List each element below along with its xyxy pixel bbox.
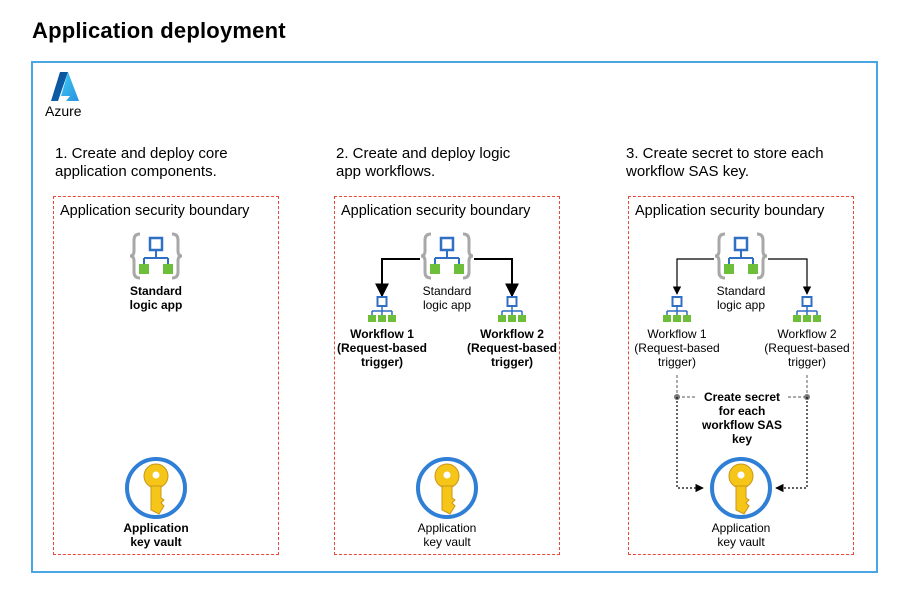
azure-container: [31, 61, 878, 573]
key-vault-icon-3: [710, 457, 772, 519]
logic-app-icon-3: [713, 232, 769, 280]
logic-app-icon-1: [128, 232, 184, 280]
connector-to-workflow1-col2: [375, 258, 420, 298]
secret-arrow-left: [676, 397, 704, 493]
workflow-icon-2-col3: [792, 296, 822, 323]
connector-to-workflow2-col3: [768, 258, 812, 295]
security-boundary-1: [53, 196, 279, 555]
workflow-icon-1-col3: [662, 296, 692, 323]
boundary-label-2: Application security boundary: [341, 203, 531, 219]
azure-logo-icon: [51, 72, 79, 101]
workflow-icon-1-col2: [367, 296, 397, 323]
boundary-label-3: Application security boundary: [635, 203, 825, 219]
logic-app-icon-2: [419, 232, 475, 280]
key-vault-icon-2: [416, 457, 478, 519]
boundary-label-1: Application security boundary: [60, 203, 250, 219]
workflow-icon-2-col2: [497, 296, 527, 323]
azure-label: Azure: [45, 103, 82, 119]
security-boundary-2: [334, 196, 560, 555]
page-title: Application deployment: [32, 18, 286, 43]
security-boundary-3: [628, 196, 854, 555]
connector-to-workflow1-col3: [672, 258, 714, 295]
key-vault-icon-1: [125, 457, 187, 519]
connector-to-workflow2-col2: [474, 258, 519, 298]
